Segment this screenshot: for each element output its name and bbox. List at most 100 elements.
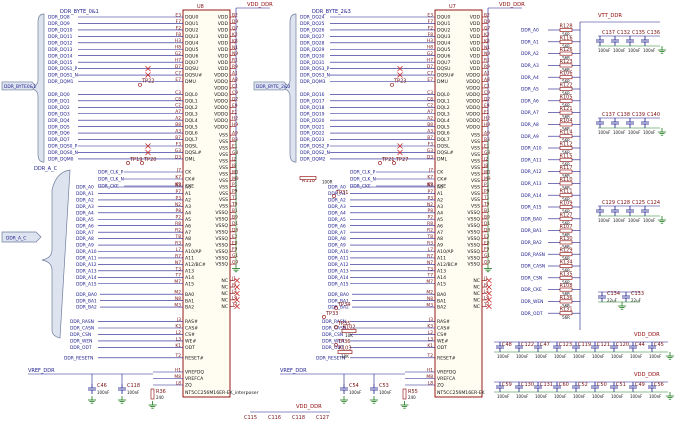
vdd-cap-r2-ref-6: C51 xyxy=(616,382,626,388)
chip1-vss-num-5: J8 xyxy=(483,163,488,169)
chip1-ctrl-net-4: DDR_ODT xyxy=(322,345,344,351)
chip0-vss-num-19: G1 xyxy=(232,253,238,259)
vtt-res-10-ref: R112 xyxy=(559,142,572,148)
chip0-vref-pin-0: VREFDQ xyxy=(185,370,204,376)
chip1-ba-net-2: DDR_BA2 xyxy=(328,305,349,311)
chip1-dq-pin-17: DQL6 xyxy=(437,131,450,137)
vtt-caps-c-val-3: 100nF xyxy=(643,218,656,223)
chip1-dq-net-8: DDR_DQS3_P xyxy=(300,66,330,72)
chip0-addr-pin-6: A6 xyxy=(185,223,191,229)
addr-bus-top-label: DDR_A_C xyxy=(34,166,58,172)
chip0-dq-pin-5: DQU5 xyxy=(185,47,199,53)
chip0-dq-pinnum-15: A2 xyxy=(175,116,181,122)
chip0-addr-pin-12: A12/BC# xyxy=(185,262,206,268)
addr-bus-tag xyxy=(1,231,42,243)
chip0-dq-pinnum-0: E3 xyxy=(175,12,181,18)
vtt-caps-c-ref-2: C125 xyxy=(632,200,645,206)
chip1-dq-pinnum-9: C7 xyxy=(427,70,433,76)
chip0-addr-pin-3: A3 xyxy=(185,204,191,210)
chip1-dq-pin-5: DQU5 xyxy=(437,47,451,53)
chip0-ctrl-net-1: DDR_CASN xyxy=(70,326,94,332)
vdd-cap-r2-ref-2: C131 xyxy=(540,382,553,388)
chip1-vdd-num-10: A8 xyxy=(484,77,490,83)
chip0-addr-pin-2: A2 xyxy=(185,198,191,204)
chip1-vss-pin-19: VSSQ xyxy=(467,255,480,261)
chip0-clk-pin-2: CKE xyxy=(185,184,194,190)
u7-clk-res-ref: R118 xyxy=(302,178,315,184)
chip1-ctrl-net-1: DDR_CASN xyxy=(322,326,346,332)
vtt-res-val-0: 56R xyxy=(562,32,570,37)
chip0-dq-pinnum-7: H7 xyxy=(175,58,181,64)
chip1-vref-cap-1-ref: C53 xyxy=(379,383,389,389)
chip0-vdd-pin-5: VDD xyxy=(218,47,229,53)
chip1-dq-pinnum-17: A3 xyxy=(427,129,433,135)
chip1-vss-pin-9: VSS xyxy=(471,191,480,197)
chip1-vss-pin-1: VSS xyxy=(471,139,480,145)
chip1-tp-mid-1-ref: TP27 xyxy=(395,157,408,163)
vtt-caps-b-val-3: 100nF xyxy=(643,130,656,135)
chip0-dq-net-8: DDR_DQS1_P xyxy=(48,66,78,72)
chip1-dq-pinnum-14: A7 xyxy=(427,109,433,115)
chip0-dq-net-3: DDR_DQ11 xyxy=(48,34,73,40)
chip0-dq-pinnum-8: D7 xyxy=(175,64,181,70)
chip0-ba-num-1: N8 xyxy=(175,296,181,302)
vtt-net-0: DDR_A0 xyxy=(521,28,539,34)
vdd-cap-r2-ref-3: C60 xyxy=(559,382,569,388)
chip1-vss-pin-12: VSSQ xyxy=(467,210,480,216)
chip1-addr-net-10: DDR_A10 xyxy=(328,249,349,255)
chip0-vdd-pin-0: VDD xyxy=(218,15,229,21)
chip1-zq-ref: R55 xyxy=(408,389,418,395)
chip1-vss-pin-4: VSS xyxy=(471,159,480,165)
chip0-addr-net-13: DDR_A13 xyxy=(76,268,97,274)
chip1-ctrl-net-3: DDR_WEN xyxy=(322,339,344,345)
vdd-cap-r2-ref-4: C52 xyxy=(578,382,588,388)
chip0-dq-net-4: DDR_DQ12 xyxy=(48,40,73,46)
chip0-vdd-pin-8: VDD xyxy=(218,66,229,72)
chip0-dq-pinnum-20: G3 xyxy=(175,148,181,154)
chip0-dq-pinnum-6: G2 xyxy=(175,51,181,57)
chip1-dq-net-14: DDR_DQ19 xyxy=(300,111,325,117)
chip0-vdd-num-8: R9 xyxy=(232,64,238,70)
chip1-dq-pinnum-11: C3 xyxy=(427,90,433,96)
u7-ctrl-res-1-body xyxy=(337,350,353,354)
chip0-vss-num-2: E1 xyxy=(232,144,238,150)
chip0-vdd-pin-2: VDD xyxy=(218,28,229,34)
chip1-dq-pin-2: DQU2 xyxy=(437,28,451,34)
chip0-dq-pin-1: DQU1 xyxy=(185,21,199,27)
chip0-byte-bus-tag-label: DDR_BYTE0&1 xyxy=(4,84,36,90)
vtt-res-val-8: 56R xyxy=(562,126,570,131)
chip0-addr-num-9: R3 xyxy=(175,240,181,246)
chip1-addr-pin-13: A13 xyxy=(437,268,446,274)
vtt-res-val-17: 56R xyxy=(562,233,570,238)
vdd-cap-r1-ref-5: C121 xyxy=(597,342,610,348)
vdd-cap-r1-val-2: 100nF xyxy=(535,354,548,359)
chip1-vss-pin-2: VSS xyxy=(471,146,480,152)
chip1-addr-net-9: DDR_A9 xyxy=(328,243,346,249)
chip0-vdd-pin-15: VDDQ xyxy=(214,111,228,117)
chip1-nc-x-3-b xyxy=(486,297,492,303)
chip1-dq-net-9: DDR_DQS3_N xyxy=(300,73,330,79)
chip1-vref-num-2: L8 xyxy=(428,380,433,386)
chip1-addr-net-4: DDR_A4 xyxy=(328,210,346,216)
vtt-rail-label: VTT_DDR xyxy=(598,13,622,19)
chip1-tp-mid-0-ref: TP21 xyxy=(381,157,394,163)
chip0-addr-num-15: M7 xyxy=(174,279,181,285)
chip1-ref: U7 xyxy=(449,4,456,10)
chip0-ctrl-pin-4: ODT xyxy=(185,345,195,351)
chip1-addr-net-11: DDR_A11 xyxy=(328,256,349,262)
chip1-x1-b xyxy=(397,65,403,72)
chip1-dq-pin-16: DQL5 xyxy=(437,124,450,130)
chip0-dq-net-6: DDR_DQ14 xyxy=(48,53,73,59)
chip1-addr-net-7: DDR_A7 xyxy=(328,230,346,236)
chip0-clk-net-0: DDR_CLK_P xyxy=(98,170,124,176)
bottom-cap-ref-0: C115 xyxy=(244,415,257,421)
vdd-decoup-label-2: VDD_DDR xyxy=(634,372,660,378)
vdd-cap-r1-ref-6: C120 xyxy=(616,342,629,348)
chip1-dq-pin-6: DQU6 xyxy=(437,53,451,59)
chip0-vss-num-17: E8 xyxy=(232,240,238,246)
u7-ctrl-res-0-ref: R102 xyxy=(342,325,355,331)
vtt-net-6: DDR_A6 xyxy=(521,98,539,104)
vtt-res-val-10: 56R xyxy=(562,150,570,155)
chip0-vss-num-4: J2 xyxy=(231,156,236,162)
